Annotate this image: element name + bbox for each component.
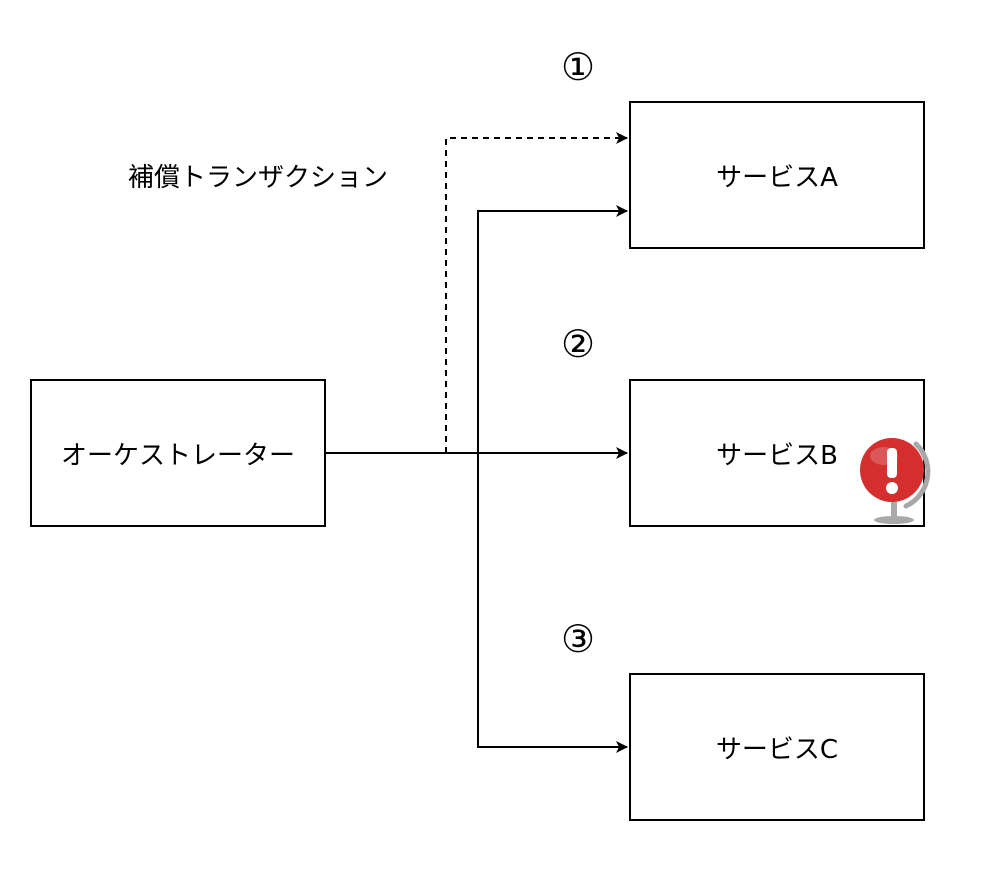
error-globe-icon (860, 438, 931, 524)
compensating-transaction-label: 補償トランザクション (128, 163, 389, 193)
service-a-label: サービスA (716, 162, 838, 193)
service-b-label: サービスB (716, 440, 838, 471)
edge-orchestrator-to-service-c (477, 453, 628, 753)
step-three-marker: ③ (561, 617, 596, 661)
step-one-marker: ① (561, 45, 596, 89)
step-two-marker: ② (561, 322, 596, 366)
orchestrator-node[interactable]: オーケストレーター (30, 379, 326, 527)
orchestrator-label: オーケストレーター (60, 440, 295, 471)
edge-orchestrator-to-service-a (477, 205, 628, 453)
service-a-node[interactable]: サービスA (629, 101, 925, 249)
service-c-label: サービスC (715, 734, 839, 765)
edge-compensating-to-service-a (445, 132, 628, 453)
service-c-node[interactable]: サービスC (629, 673, 925, 821)
